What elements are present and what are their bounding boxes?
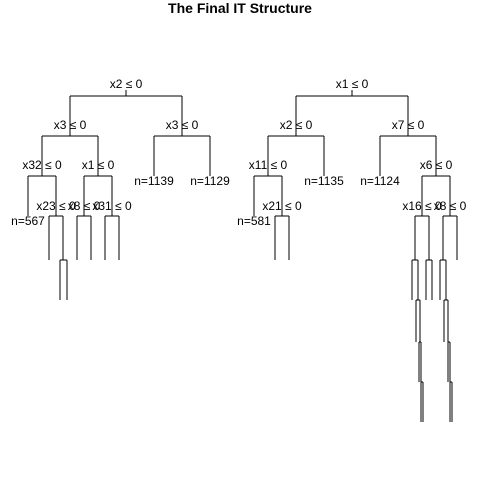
- split-label: x1 ≤ 0: [82, 158, 115, 172]
- diagram-title: The Final IT Structure: [168, 0, 312, 16]
- split-label: x8 ≤ 0: [68, 199, 101, 213]
- leaf-label: n=1135: [304, 174, 344, 188]
- tree-edges: [27, 90, 458, 422]
- split-label: x2 ≤ 0: [280, 118, 313, 132]
- split-label: x3 ≤ 0: [166, 118, 199, 132]
- leaf-label: n=1139: [134, 174, 174, 188]
- split-label: x21 ≤ 0: [262, 199, 302, 213]
- leaf-label: n=1129: [190, 174, 230, 188]
- leaf-label: n=581: [237, 214, 271, 228]
- split-label: x8 ≤ 0: [434, 199, 467, 213]
- split-label: x16 ≤ 0: [402, 199, 442, 213]
- split-label: x6 ≤ 0: [420, 158, 453, 172]
- split-label: x2 ≤ 0: [110, 77, 143, 91]
- split-label: x3 ≤ 0: [54, 118, 87, 132]
- split-label: x11 ≤ 0: [249, 158, 288, 172]
- split-label: x31 ≤ 0: [92, 199, 132, 213]
- leaf-label: n=1124: [360, 174, 400, 188]
- tree-labels: x2 ≤ 0 x3 ≤ 0 x3 ≤ 0 x32 ≤ 0 x1 ≤ 0 n=1139 n=1…: [11, 77, 466, 228]
- split-label: x1 ≤ 0: [336, 77, 369, 91]
- leaf-label: n=567: [11, 214, 45, 228]
- split-label: x32 ≤ 0: [22, 158, 62, 172]
- split-label: x23 ≤ 0: [36, 199, 76, 213]
- split-label: x7 ≤ 0: [392, 118, 425, 132]
